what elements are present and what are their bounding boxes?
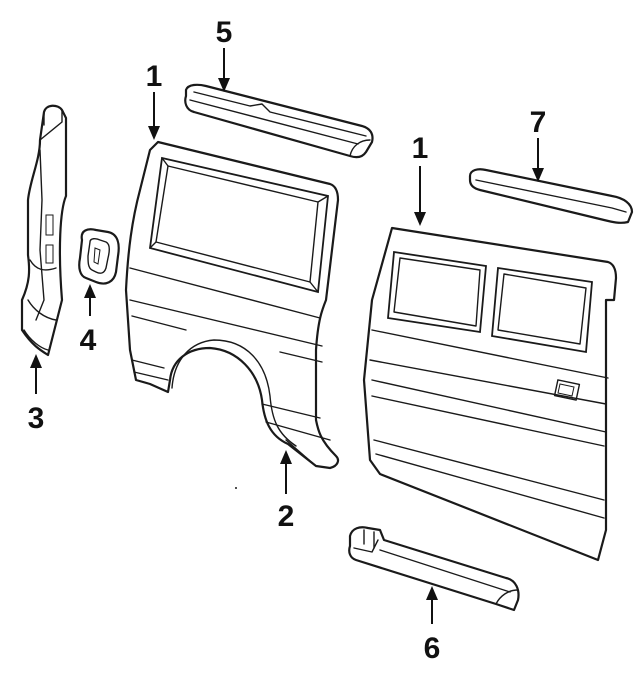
callout-labels: 1 1 2 3 4 5 6 7 (28, 16, 547, 665)
callout-6: 6 (424, 632, 441, 665)
part-4-grommet (78, 228, 120, 285)
leader-lines (30, 48, 544, 624)
arrowhead-7 (532, 168, 544, 182)
arrowhead-3 (30, 354, 42, 368)
arrowhead-5 (218, 78, 230, 92)
part-1-right-door-panel (362, 226, 618, 562)
arrowhead-1-right (414, 212, 426, 226)
arrowhead-2 (280, 450, 292, 464)
part-6-sill (348, 526, 520, 612)
callout-1-left: 1 (146, 60, 163, 93)
arrowhead-4 (84, 284, 96, 298)
callout-2: 2 (278, 500, 295, 533)
part-1-left-side-panel (124, 140, 340, 470)
callout-3: 3 (28, 402, 45, 435)
part-7-rail (468, 168, 634, 224)
callout-7: 7 (530, 106, 547, 139)
callout-5: 5 (216, 16, 233, 49)
arrowhead-1-left (148, 126, 160, 140)
arrowhead-6 (426, 586, 438, 600)
part-3-pillar (20, 104, 68, 357)
callout-4: 4 (80, 324, 97, 357)
callout-1-right: 1 (412, 132, 429, 165)
part-5-roof-rail (184, 83, 374, 159)
stray-dot (235, 487, 237, 489)
